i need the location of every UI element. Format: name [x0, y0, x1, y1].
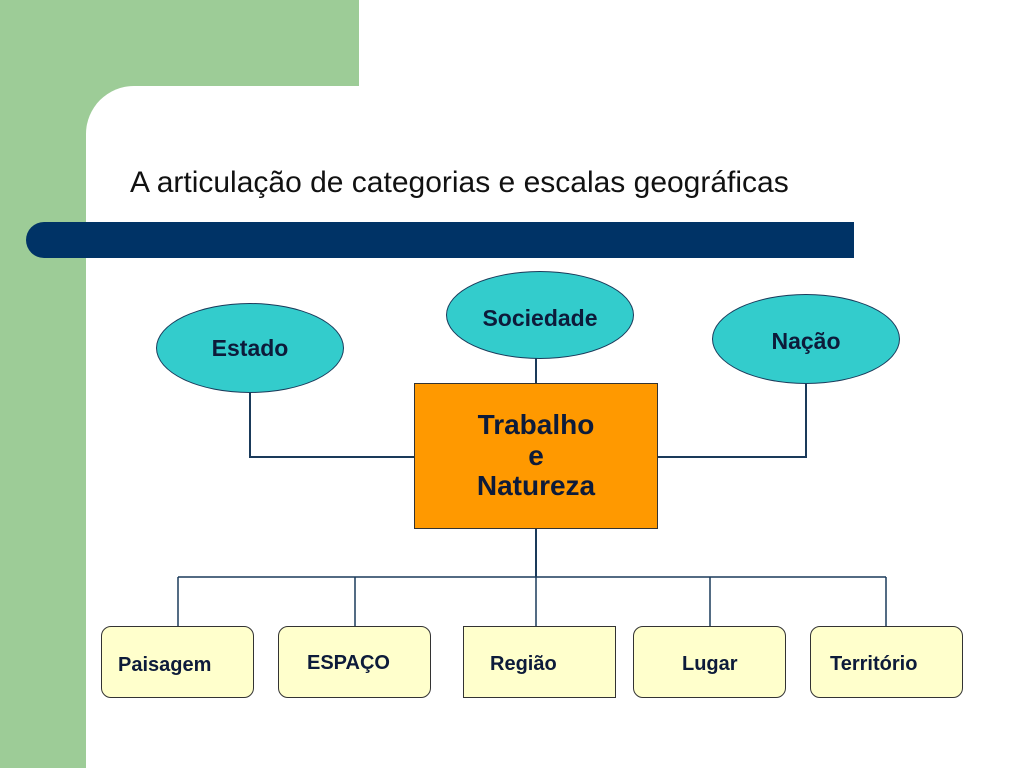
category-paisagem: Paisagem: [101, 626, 254, 698]
category-regiao-label: Região: [490, 653, 557, 675]
connector-nacao: [658, 383, 807, 458]
category-territorio: Território: [810, 626, 963, 698]
center-line-1: Trabalho: [477, 408, 595, 440]
center-node-text: Trabalho e Natureza: [476, 408, 596, 502]
node-sociedade: Sociedade: [446, 271, 634, 359]
category-espaco: ESPAÇO: [278, 626, 431, 698]
slide-title: A articulação de categorias e escalas ge…: [130, 166, 789, 199]
node-nacao: Nação: [712, 294, 900, 384]
node-estado-label: Estado: [211, 334, 289, 361]
node-estado: Estado: [156, 303, 344, 393]
center-node: Trabalho e Natureza: [414, 383, 658, 529]
node-nacao-label: Nação: [771, 328, 841, 354]
title-bar: [26, 222, 854, 258]
node-sociedade-label: Sociedade: [482, 305, 598, 331]
category-lugar-label: Lugar: [682, 653, 738, 675]
connector-estado: [249, 392, 414, 458]
category-paisagem-label: Paisagem: [118, 654, 212, 676]
center-line-3: Natureza: [476, 470, 596, 502]
category-espaco-label: ESPAÇO: [307, 652, 390, 674]
category-territorio-label: Território: [830, 653, 918, 675]
category-regiao: Região: [463, 626, 616, 698]
center-line-2: e: [528, 439, 544, 471]
category-lugar: Lugar: [633, 626, 786, 698]
